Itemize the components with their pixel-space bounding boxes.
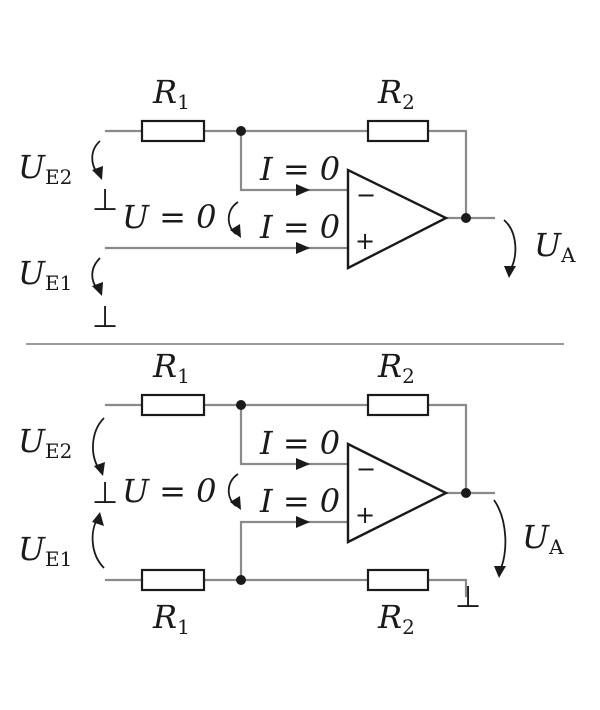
bottom-ue1-arrowhead [92,512,104,526]
top-minus-sign: − [356,181,376,209]
top-resistor-r2 [366,119,430,143]
top-label-ue2: UE2 [18,148,72,189]
top-label-i-minus: I = 0 [259,150,340,188]
bottom-label-r2-top: R2 [377,347,415,388]
bottom-label-ue1: UE1 [18,530,72,571]
top-feedback-wire [426,129,468,220]
bottom-resistor-r1-top [140,393,206,417]
bottom-label-u-zero: U = 0 [122,472,216,510]
top-label-ue1: UE1 [18,254,72,295]
bottom-node-junction-top [236,400,246,410]
top-current-arrow-plus [296,242,310,254]
top-ua-arrow [503,219,517,271]
bottom-ground-mid: ⊥ [92,476,118,511]
top-ue2-arrowhead [92,166,103,180]
bottom-u-zero-arrowhead [230,496,241,510]
bottom-label-ua: UA [522,518,564,559]
top-label-r2: R2 [377,73,415,114]
bottom-ground-right: ⊥ [455,580,481,615]
top-label-r1: R1 [152,73,190,114]
top-plus-sign: + [355,227,375,255]
top-inverting-wire [239,129,350,192]
bottom-feedback-wire [426,403,468,495]
top-ua-arrowhead [504,266,516,278]
top-label-i-plus: I = 0 [259,208,340,246]
bottom-label-r1-top: R1 [152,347,190,388]
top-ue1-arrowhead [92,282,103,296]
bottom-inverting-wire [239,403,350,466]
bottom-resistor-r1-bottom [140,568,206,592]
top-resistor-r1 [140,119,206,143]
bottom-label-i-minus: I = 0 [259,424,340,462]
bottom-resistor-r2-top [366,393,430,417]
bottom-label-i-plus: I = 0 [259,482,340,520]
bottom-node-output [461,488,471,498]
bottom-label-ue2: UE2 [18,422,72,463]
top-label-ua: UA [534,226,576,267]
top-op-amp [346,168,449,270]
bottom-circuit: − + ⊥ ⊥ R1 R2 R1 R2 UE2 UE1 UA U = 0 I =… [18,347,564,639]
bottom-label-r2-bottom: R2 [377,598,415,639]
top-node-output [461,213,471,223]
bottom-op-amp [346,442,449,544]
top-node-junction [236,126,246,136]
top-current-arrow-minus [296,184,310,196]
bottom-noninverting-wire [239,520,350,582]
bottom-current-arrow-minus [296,458,310,470]
bottom-label-r1-bottom: R1 [152,598,190,639]
bottom-current-arrow-plus [296,516,310,528]
bottom-ue2-arrowhead [94,462,105,476]
bottom-ue1-arrow [91,517,105,569]
top-u-zero-arrowhead [230,224,241,238]
bottom-ua-arrow [493,499,507,571]
bottom-plus-sign: + [355,501,375,529]
bottom-ground-wire [426,578,468,598]
bottom-resistor-r2-bottom [366,568,430,592]
top-ground-1: ⊥ [92,183,118,218]
bottom-node-junction-bottom [236,575,246,585]
top-label-u-zero: U = 0 [122,198,216,236]
bottom-minus-sign: − [356,455,376,483]
bottom-ua-arrowhead [494,566,506,578]
top-circuit: − + ⊥ ⊥ R1 R2 UE2 UE1 UA U = 0 I = 0 I =… [18,73,576,335]
top-ground-2: ⊥ [92,300,118,335]
bottom-ue2-arrow [92,417,105,471]
